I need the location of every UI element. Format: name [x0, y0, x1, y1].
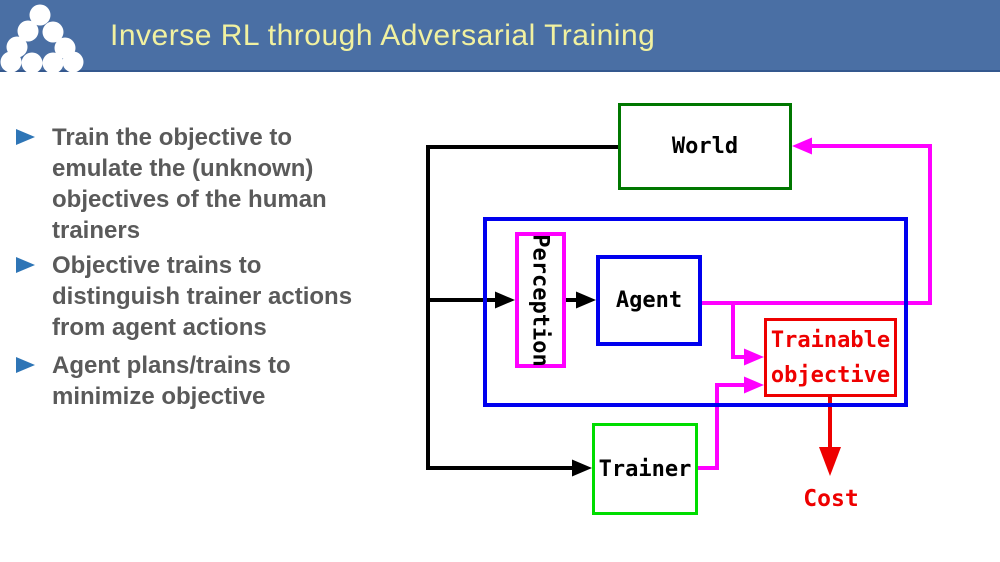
bullet-item-3: Agent plans/trains to minimize objective — [16, 350, 424, 412]
bullet-line: minimize objective — [52, 383, 266, 410]
logo-dot — [0, 51, 22, 72]
cost-label: Cost — [803, 486, 859, 512]
bullet-line: from agent actions — [52, 314, 267, 341]
header-bar: Inverse RL through Adversarial Training — [0, 0, 1000, 72]
trainable-objective-label-line2: objective — [770, 362, 891, 388]
arrowhead-into-agent — [576, 291, 596, 309]
edge-agent-to-world — [702, 144, 932, 305]
trainable-objective-node: Trainable objective — [764, 318, 897, 397]
logo-dot — [17, 20, 39, 42]
bullet-item-2: Objective trains to distinguish trainer … — [16, 250, 424, 343]
slide-title: Inverse RL through Adversarial Training — [110, 19, 656, 52]
arrowhead-into-trainer — [572, 459, 592, 477]
bullet-line: trainers — [52, 217, 141, 244]
logo-dot — [29, 4, 51, 26]
agent-node: Agent — [596, 255, 702, 346]
agent-label: Agent — [615, 288, 683, 313]
bullet-line: Agent plans/trains to — [52, 352, 291, 379]
trainer-node: Trainer — [592, 423, 698, 515]
arrowhead-into-world — [792, 137, 812, 155]
logo-dot — [42, 21, 64, 43]
trainer-label: Trainer — [598, 456, 692, 482]
bullet-triangle-icon — [16, 129, 35, 145]
bullet-triangle-icon — [16, 357, 35, 373]
bullet-triangle-icon — [16, 257, 35, 273]
bullet-line: distinguish trainer actions — [52, 283, 353, 310]
bullet-item-1: Train the objective to emulate the (unkn… — [16, 122, 424, 246]
perception-label: Perception — [528, 233, 554, 367]
arrowhead-into-perception — [495, 291, 515, 309]
agent-system-boundary-box — [483, 217, 908, 407]
bullet-line: Objective trains to — [52, 252, 262, 279]
edge-trainer-to-objective — [698, 383, 746, 470]
bullet-line: objectives of the human — [52, 186, 327, 213]
logo-dot — [42, 52, 64, 72]
logo-dot — [62, 51, 84, 72]
edge-world-to-trainer — [426, 145, 618, 470]
edge-agent-to-objective — [731, 303, 746, 359]
bullet-line: emulate the (unknown) — [52, 155, 314, 182]
dot-triangle-logo — [0, 4, 84, 72]
world-label: World — [671, 134, 739, 159]
arrowhead-agent-into-objective — [744, 348, 764, 366]
arrowhead-into-cost — [819, 447, 841, 476]
bullet-line: Train the objective to — [52, 124, 293, 151]
trainable-objective-label-line1: Trainable — [770, 327, 891, 353]
perception-node: Perception — [515, 232, 566, 368]
arrowhead-trainer-into-objective — [744, 376, 764, 394]
world-node: World — [618, 103, 792, 190]
logo-dot — [21, 52, 43, 72]
